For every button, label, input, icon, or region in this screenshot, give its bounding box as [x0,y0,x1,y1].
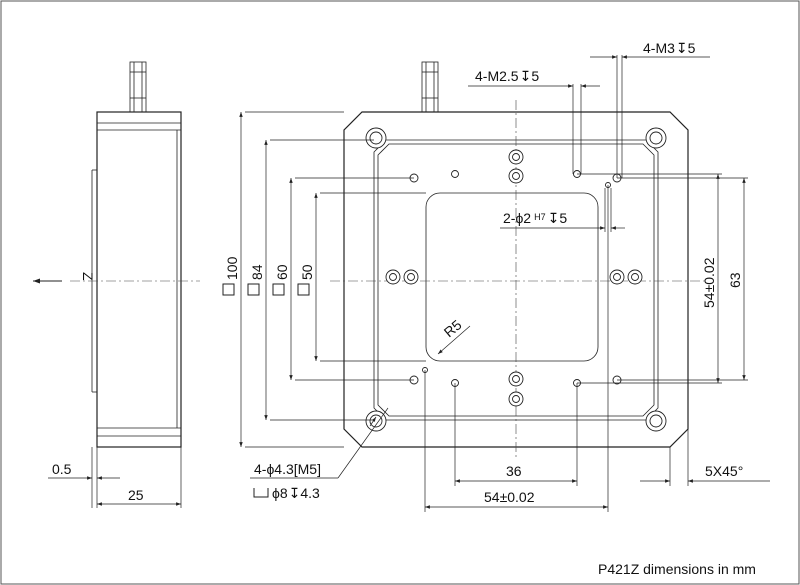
dim-100: 100 [222,256,240,296]
screw-top [508,149,524,184]
screw-bottom [508,371,524,407]
dim-60: 60 [272,264,290,296]
svg-text:4-ϕ4.3[M5]: 4-ϕ4.3[M5] [254,461,321,477]
svg-text:84: 84 [249,264,265,280]
screw-left [385,269,419,285]
side-post [129,61,147,113]
z-axis-label: Z [80,272,96,281]
svg-text:60: 60 [274,264,290,280]
svg-text:ϕ8↧4.3: ϕ8↧4.3 [272,485,320,501]
top-view: 100 84 60 50 63 54±0.02 36 54±0.02 [222,40,770,512]
mount-hole-tl [365,127,387,149]
dim-54-vertical: 54±0.02 [701,257,717,308]
thread-m3-callout: 4-M3↧5 [643,40,696,56]
mount-hole-tr [645,127,667,149]
offset-dimension: 0.5 [52,461,72,477]
thread-m25-callout: 4-M2.5↧5 [475,68,539,84]
dim-36: 36 [506,463,522,479]
top-post [421,61,439,113]
thickness-dimension: 25 [128,487,144,503]
svg-text:4-M2.5↧5: 4-M2.5↧5 [475,68,539,84]
dim-50: 50 [297,264,315,296]
dim-54-horizontal: 54±0.02 [484,489,535,505]
side-body [96,111,182,448]
dim-63: 63 [727,272,743,288]
svg-text:100: 100 [224,256,240,280]
mount-hole-br [645,410,667,432]
svg-text:50: 50 [299,264,315,280]
mount-hole-bl [365,410,387,432]
screw-right [609,269,643,285]
side-view: Z 0.5 25 [33,61,200,508]
svg-text:4-M3↧5: 4-M3↧5 [643,40,696,56]
aperture [425,192,599,362]
mount-hole-callout: 4-ϕ4.3[M5] ϕ8↧4.3 [253,461,321,501]
dim-chamfer: 5X45° [705,463,743,479]
dim-84: 84 [247,264,265,296]
caption: P421Z dimensions in mm [598,561,756,577]
